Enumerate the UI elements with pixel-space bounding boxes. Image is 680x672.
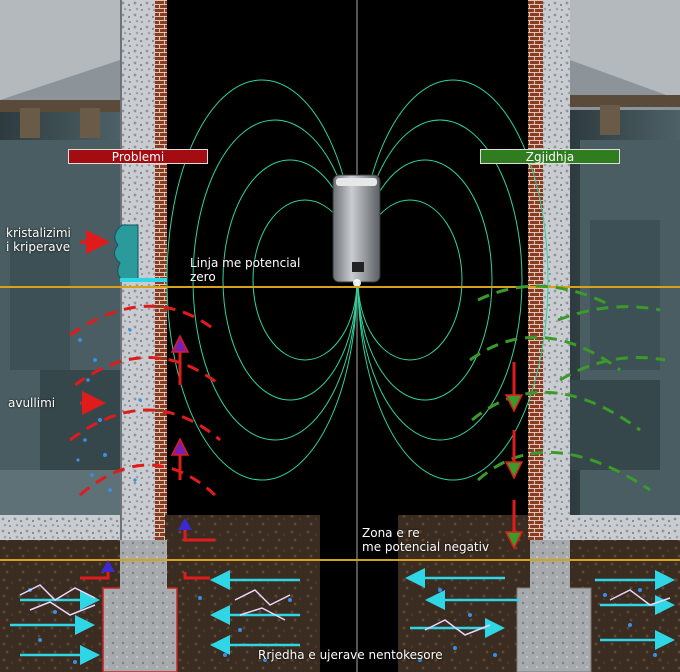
negative-zone-label-line2: me potencial negativ	[362, 540, 490, 554]
right-wall	[528, 0, 570, 590]
evaporation-label: avullimi	[8, 396, 56, 410]
crystallization-deposit	[114, 224, 139, 282]
left-room	[0, 0, 170, 540]
evaporation-arcs	[69, 304, 221, 497]
solution-arcs	[469, 284, 666, 492]
crystallization-line	[120, 278, 167, 282]
groundwater-arrows	[10, 568, 675, 665]
left-wall	[120, 0, 167, 590]
panel-title-problem: Problemi	[68, 149, 208, 164]
electric-sparks	[19, 584, 671, 636]
solution-down-arrows	[504, 362, 524, 550]
capillary-arrows	[80, 334, 215, 580]
water-droplets	[28, 328, 657, 664]
groundwater-flow-label: Rrjedha e ujerave nentokesore	[258, 648, 443, 662]
zero-potential-label: Linja me potencial zero	[190, 256, 300, 284]
zero-potential-label-line2: zero	[190, 270, 216, 284]
foundations	[102, 540, 592, 672]
crystallization-label: kristalizimi i kriperave	[6, 226, 71, 254]
zero-potential-label-line1: Linja me potencial	[190, 256, 301, 270]
crystallization-label-line2: i kriperave	[6, 240, 71, 254]
device-icon	[332, 174, 381, 287]
negative-zone-label-line1: Zona e re	[362, 526, 420, 540]
panel-title-solution: Zgjidhja	[480, 149, 620, 164]
crystallization-label-line1: kristalizimi	[6, 226, 71, 240]
negative-zone-label: Zona e re me potencial negativ	[362, 526, 489, 554]
